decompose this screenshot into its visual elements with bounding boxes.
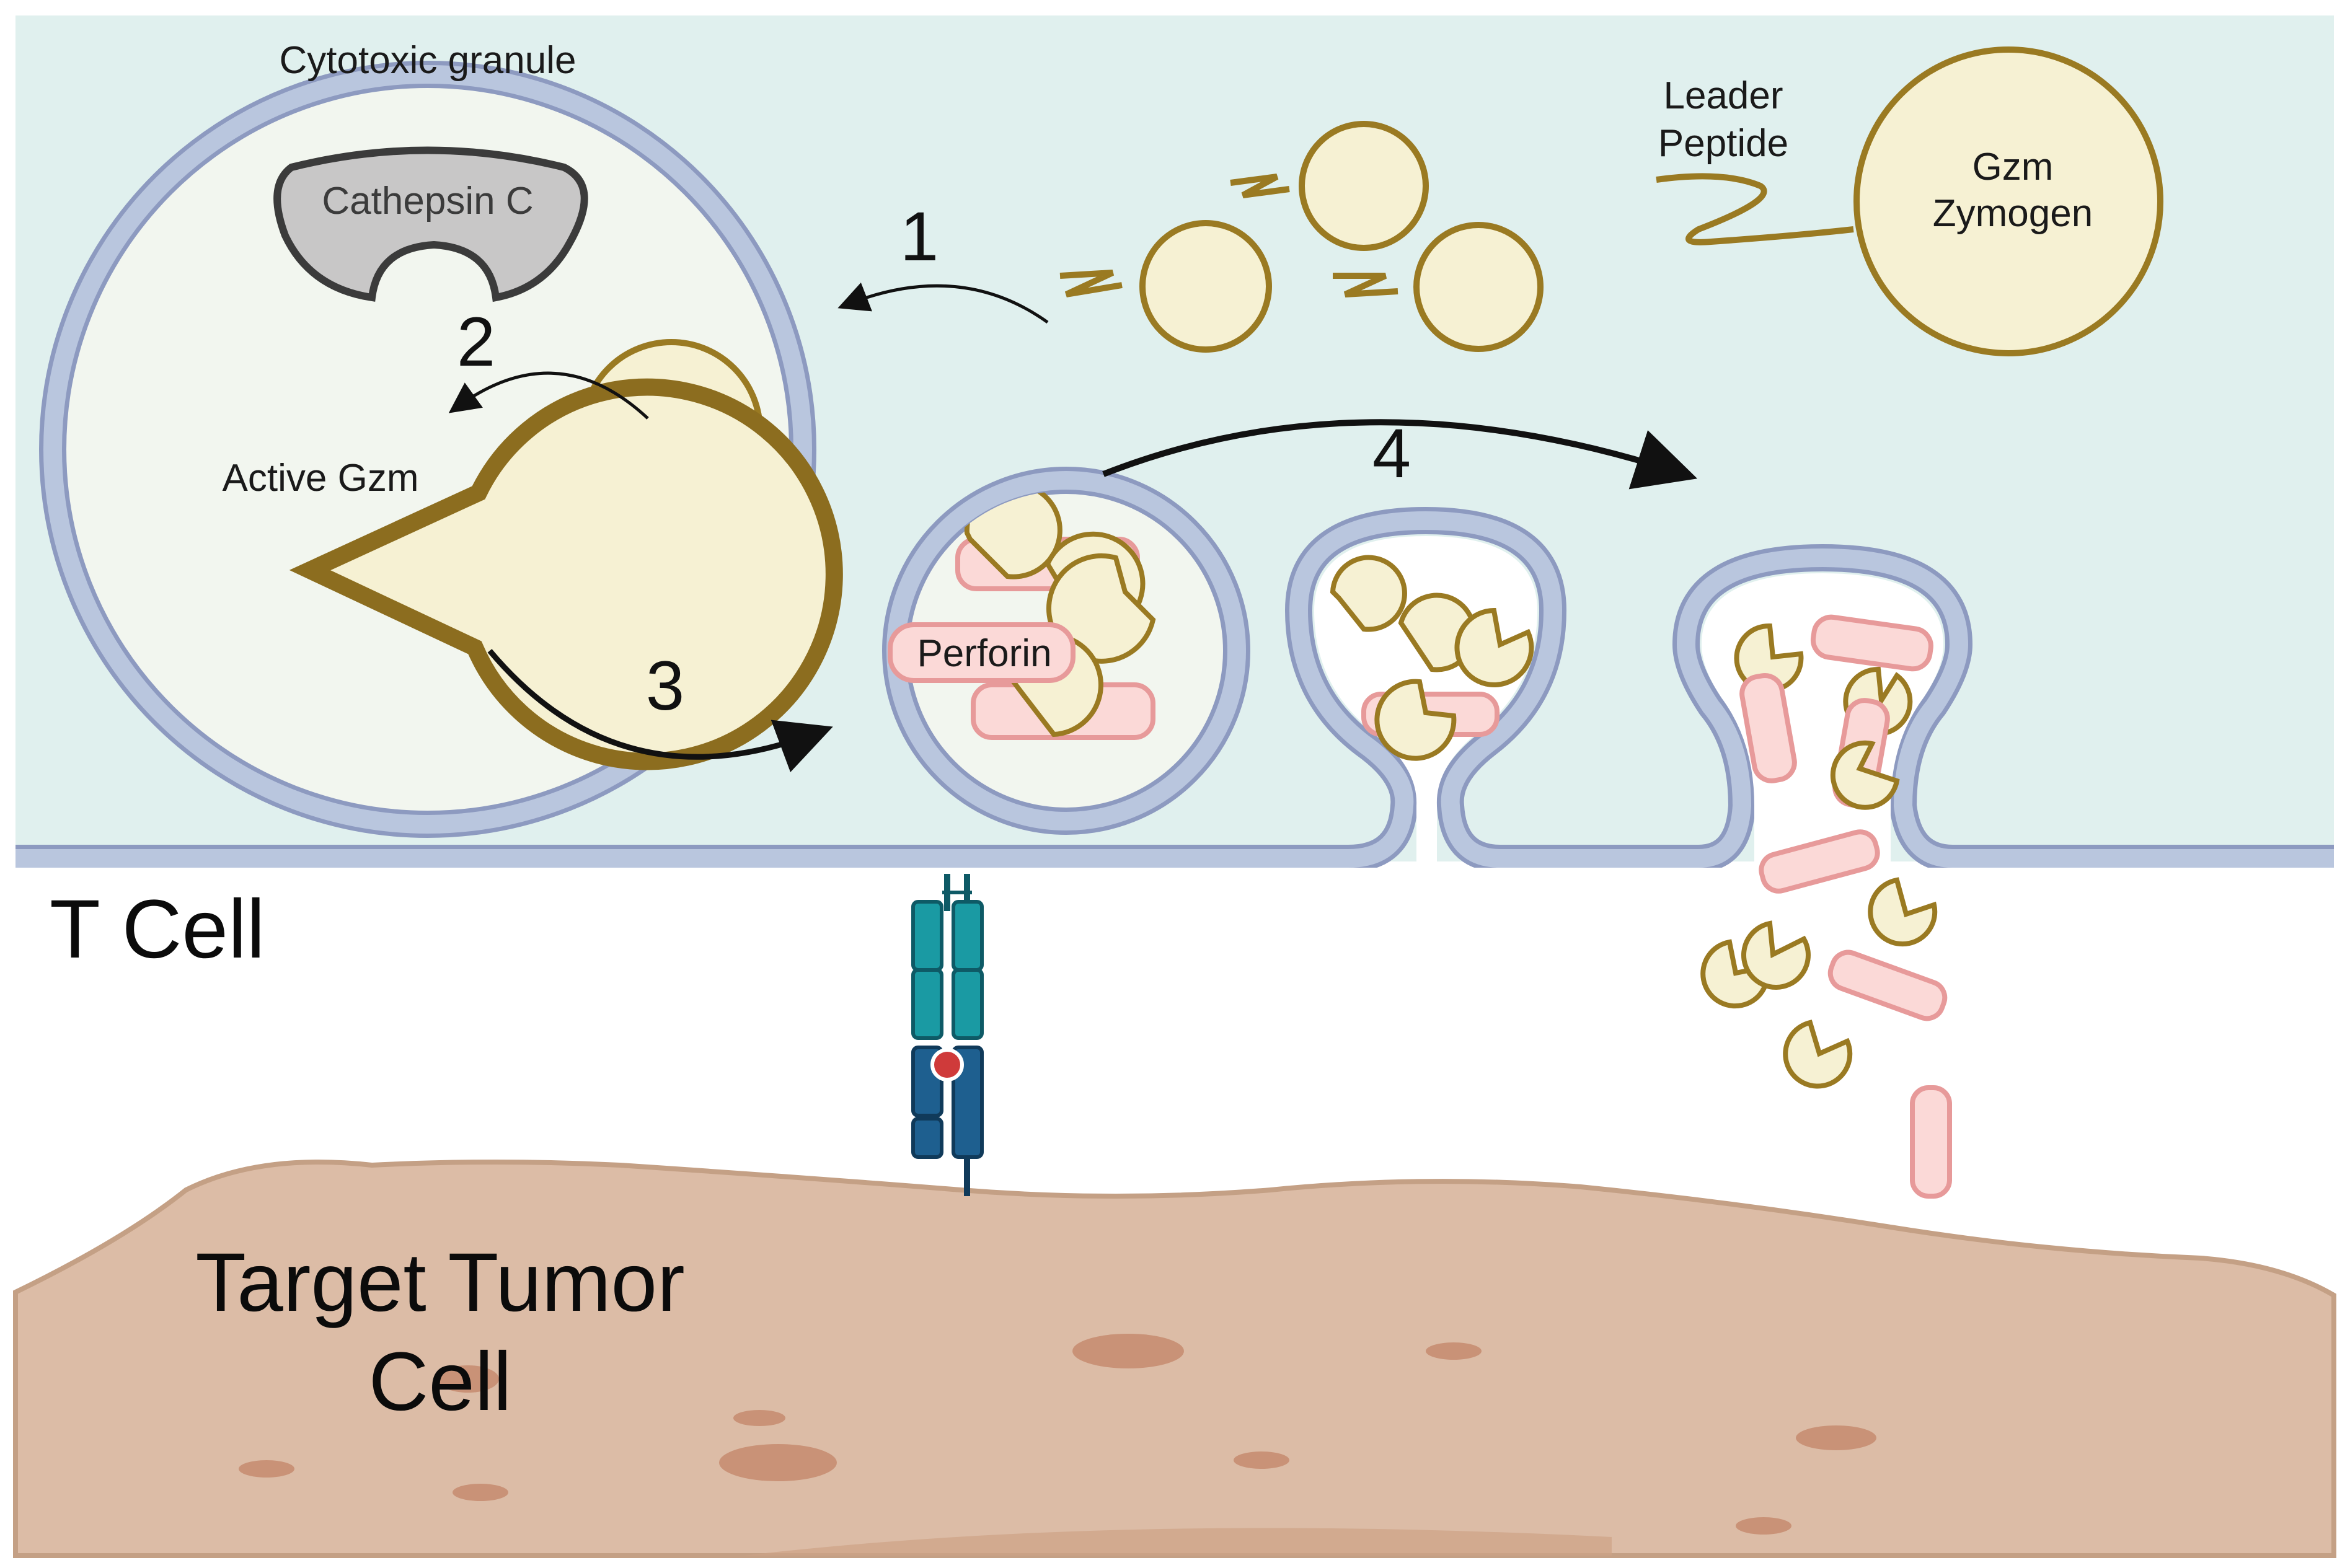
arrow-step-2	[448, 371, 649, 420]
tumor-spot	[1234, 1451, 1289, 1469]
tumor-spot	[1426, 1342, 1482, 1360]
cathepsin-c-enzyme	[273, 146, 588, 302]
gzm-pac	[1330, 555, 1407, 632]
arrow-step-3	[487, 649, 833, 772]
perforin-label: Perforin	[917, 632, 1051, 675]
gzm-pac	[1741, 920, 1811, 990]
active-gzm	[289, 378, 843, 770]
cytotoxic-granule	[39, 61, 843, 838]
tumor-spot	[239, 1460, 294, 1478]
leader-peptide-label-1: Leader	[1663, 74, 1783, 117]
zymogen	[1139, 220, 1272, 353]
tcr-beta-chain	[952, 900, 984, 972]
gzm-pac	[1454, 607, 1534, 687]
tumor-spot	[1072, 1334, 1184, 1368]
step-1-label: 1	[900, 198, 939, 275]
tumor-spot	[1736, 1517, 1791, 1535]
secretory-vesicle	[882, 467, 1250, 835]
gzm-zymogen-legend	[1656, 46, 2163, 356]
tcr-alpha-chain	[911, 900, 943, 972]
arrow-step-1	[837, 282, 1049, 324]
tumor-spot	[453, 1484, 508, 1501]
target-tumor-cell	[13, 1160, 2336, 1558]
step-3-label: 3	[646, 647, 684, 725]
perforin-label-box	[888, 622, 1076, 683]
tumor-spot	[733, 1410, 785, 1426]
step-4-label: 4	[1372, 415, 1411, 492]
gzm-pac	[1830, 740, 1900, 810]
tumor-spot	[1796, 1425, 1876, 1450]
target-cell-label-1: Target Tumor	[195, 1236, 684, 1329]
zymogen	[1413, 222, 1544, 352]
zymogen	[1299, 121, 1429, 251]
perforin-rod	[1827, 949, 1948, 1021]
target-cell-label-2: Cell	[369, 1336, 512, 1428]
t-cell-label: T Cell	[50, 883, 265, 976]
peptide-antigen	[930, 1048, 964, 1081]
tcr-mhc-complex	[911, 874, 984, 1196]
perforin-rod	[1810, 614, 1933, 672]
gzm-pac	[1783, 1020, 1853, 1089]
gzm-zymogen-label-1: Gzm	[1972, 146, 2054, 188]
perforin-rod	[1759, 829, 1880, 894]
tumor-spot	[719, 1444, 837, 1481]
released-contents	[1700, 614, 1952, 1199]
leader-peptide-label-2: Peptide	[1658, 122, 1788, 165]
arrow-step-4	[1102, 419, 1698, 490]
fusing-vesicle-contents	[1330, 555, 1534, 761]
gzm-pac	[1374, 679, 1457, 761]
step-2-label: 2	[457, 303, 495, 381]
perforin-rod	[1910, 1085, 1952, 1199]
tumor-spot	[437, 1365, 499, 1393]
cytotoxic-granule-label: Cytotoxic granule	[279, 39, 576, 82]
gzm-pac	[1868, 877, 1938, 947]
perforin-rod	[1739, 672, 1797, 783]
cathepsin-c-label: Cathepsin C	[322, 180, 533, 222]
pathway-arrows	[448, 282, 1698, 772]
gzm-zymogen-label-2: Zymogen	[1933, 192, 2093, 235]
zymogen-cluster	[1059, 121, 1544, 353]
active-gzm-label: Active Gzm	[223, 457, 419, 500]
